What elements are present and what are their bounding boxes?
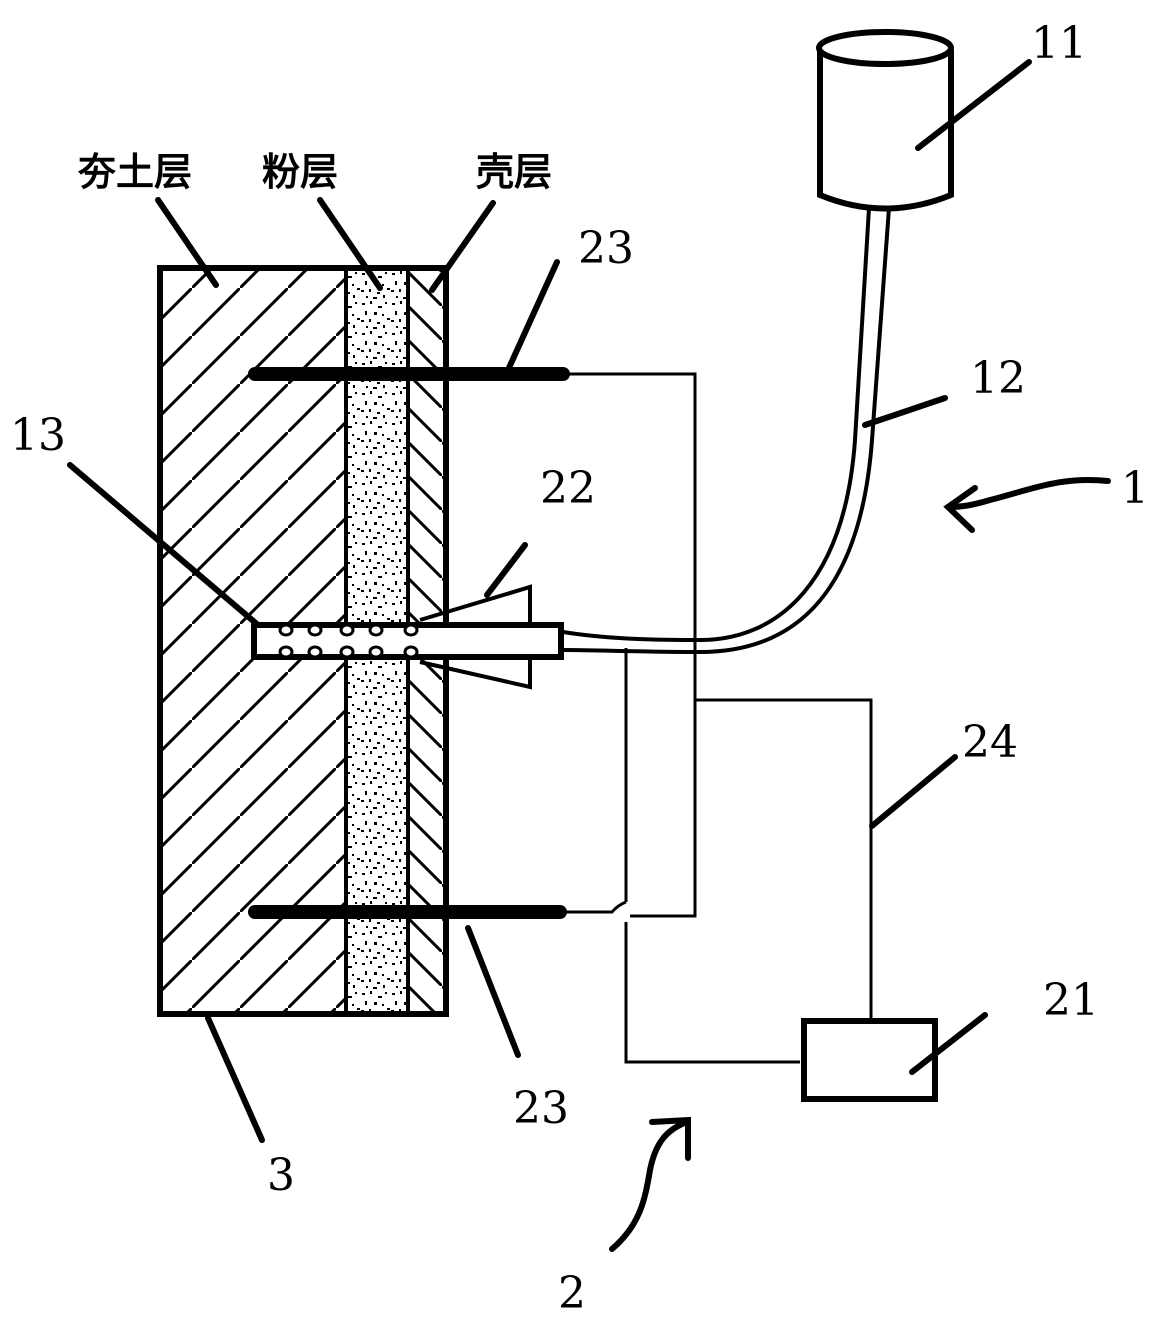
tube-holes [278, 623, 419, 659]
arrow-1 [943, 476, 1111, 533]
label-21: 21 [1043, 975, 1099, 1026]
label-24: 24 [962, 717, 1018, 768]
label-22: 22 [540, 463, 596, 514]
grout-hose [562, 207, 891, 655]
label-11: 11 [1031, 18, 1087, 69]
grout-container [816, 29, 954, 212]
label-rammed-earth-layer: 夯土层 [77, 150, 192, 194]
anchor-cone [419, 584, 532, 690]
label-23-bottom: 23 [513, 1083, 569, 1134]
power-supply-box [801, 1018, 938, 1102]
injection-tube [251, 622, 564, 660]
label-1: 1 [1121, 463, 1149, 514]
label-12: 12 [970, 353, 1026, 404]
label-23-top: 23 [578, 223, 634, 274]
label-13: 13 [10, 410, 66, 461]
label-2: 2 [558, 1268, 586, 1319]
arrow-2 [609, 1116, 691, 1252]
label-3: 3 [267, 1150, 295, 1201]
circuit-wires [560, 372, 873, 1064]
label-shell-layer: 壳层 [476, 150, 552, 194]
leader-lines [67, 59, 1032, 1143]
label-powder-layer: 粉层 [262, 150, 338, 194]
